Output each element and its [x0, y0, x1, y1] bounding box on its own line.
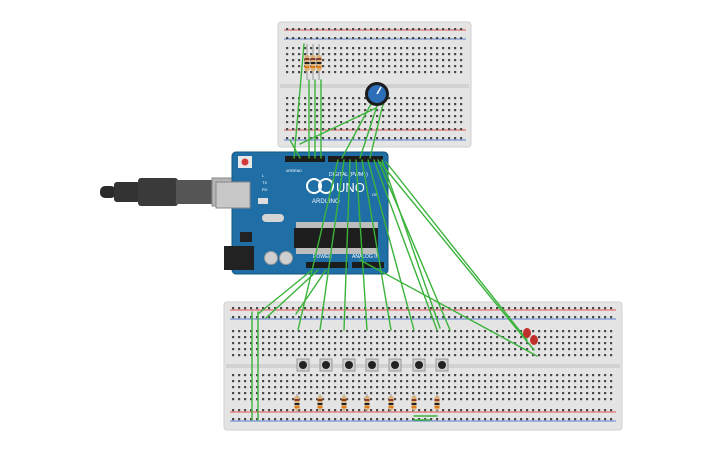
pushbutton-1[interactable] — [296, 358, 310, 372]
wire-18[interactable] — [381, 159, 441, 329]
pushbutton-7[interactable] — [435, 358, 449, 372]
wire-13[interactable] — [355, 159, 368, 331]
potentiometer[interactable] — [365, 82, 389, 106]
aref-label: AREF — [286, 169, 295, 173]
top-resistors[interactable] — [304, 44, 322, 80]
bottom-resistor-6[interactable] — [411, 394, 417, 412]
bottom-resistor-4[interactable] — [364, 394, 370, 412]
bottom-breadboard-holes — [232, 307, 613, 421]
bottom-resistors[interactable] — [294, 394, 440, 412]
wire-19[interactable] — [385, 161, 528, 341]
digital-header-label: DIGITAL (PWM~) — [329, 172, 368, 178]
wire-7[interactable] — [359, 105, 378, 159]
wire-24[interactable] — [295, 269, 327, 315]
gnd-label: GND — [294, 169, 302, 173]
bottom-resistor-1[interactable] — [294, 394, 300, 412]
analog-header-label: ANALOG IN — [352, 254, 380, 260]
reset-button[interactable] — [241, 158, 249, 166]
top-resistor-1[interactable] — [304, 44, 310, 80]
pushbutton-6[interactable] — [412, 358, 426, 372]
pushbutton-5[interactable] — [388, 358, 402, 372]
arduino-brand-text: ARDUINO — [312, 199, 340, 205]
bottom-resistor-7[interactable] — [434, 394, 440, 412]
wire-9[interactable] — [299, 107, 377, 145]
top-resistor-3[interactable] — [316, 44, 322, 80]
pushbutton-4[interactable] — [365, 358, 379, 372]
bottom-resistor-5[interactable] — [388, 394, 394, 412]
bottom-resistor-2[interactable] — [317, 394, 323, 412]
wire-22[interactable] — [257, 269, 313, 315]
led-2[interactable] — [530, 335, 538, 345]
on-led-label: ON — [372, 192, 378, 197]
wire-11[interactable] — [319, 159, 345, 331]
led-1[interactable] — [523, 328, 531, 338]
wire-14[interactable] — [361, 159, 392, 331]
wires[interactable] — [251, 43, 538, 421]
tx-label: TX — [262, 180, 267, 185]
power-header-label: POWER — [313, 254, 332, 260]
pushbutton-3[interactable] — [342, 358, 356, 372]
wire-15[interactable] — [367, 159, 415, 331]
leds[interactable] — [523, 328, 538, 345]
wire-23[interactable] — [265, 269, 319, 319]
wire-16[interactable] — [373, 159, 438, 331]
l-led-label: L — [262, 173, 265, 178]
wire-21[interactable] — [359, 259, 538, 357]
wire-8[interactable] — [369, 103, 384, 159]
potentiometer-knob-indicator — [376, 86, 382, 95]
wire-5[interactable] — [289, 139, 301, 159]
wire-4[interactable] — [293, 43, 305, 159]
top-breadboard-holes — [286, 28, 463, 140]
bottom-resistor-3[interactable] — [341, 394, 347, 412]
wire-20[interactable] — [379, 161, 535, 351]
wire-12[interactable] — [343, 159, 351, 331]
arduino-logo-icon — [306, 178, 334, 194]
pushbutton-2[interactable] — [319, 358, 333, 372]
top-resistor-2[interactable] — [310, 44, 316, 80]
rx-label: RX — [262, 187, 268, 192]
pushbuttons[interactable] — [296, 358, 449, 372]
